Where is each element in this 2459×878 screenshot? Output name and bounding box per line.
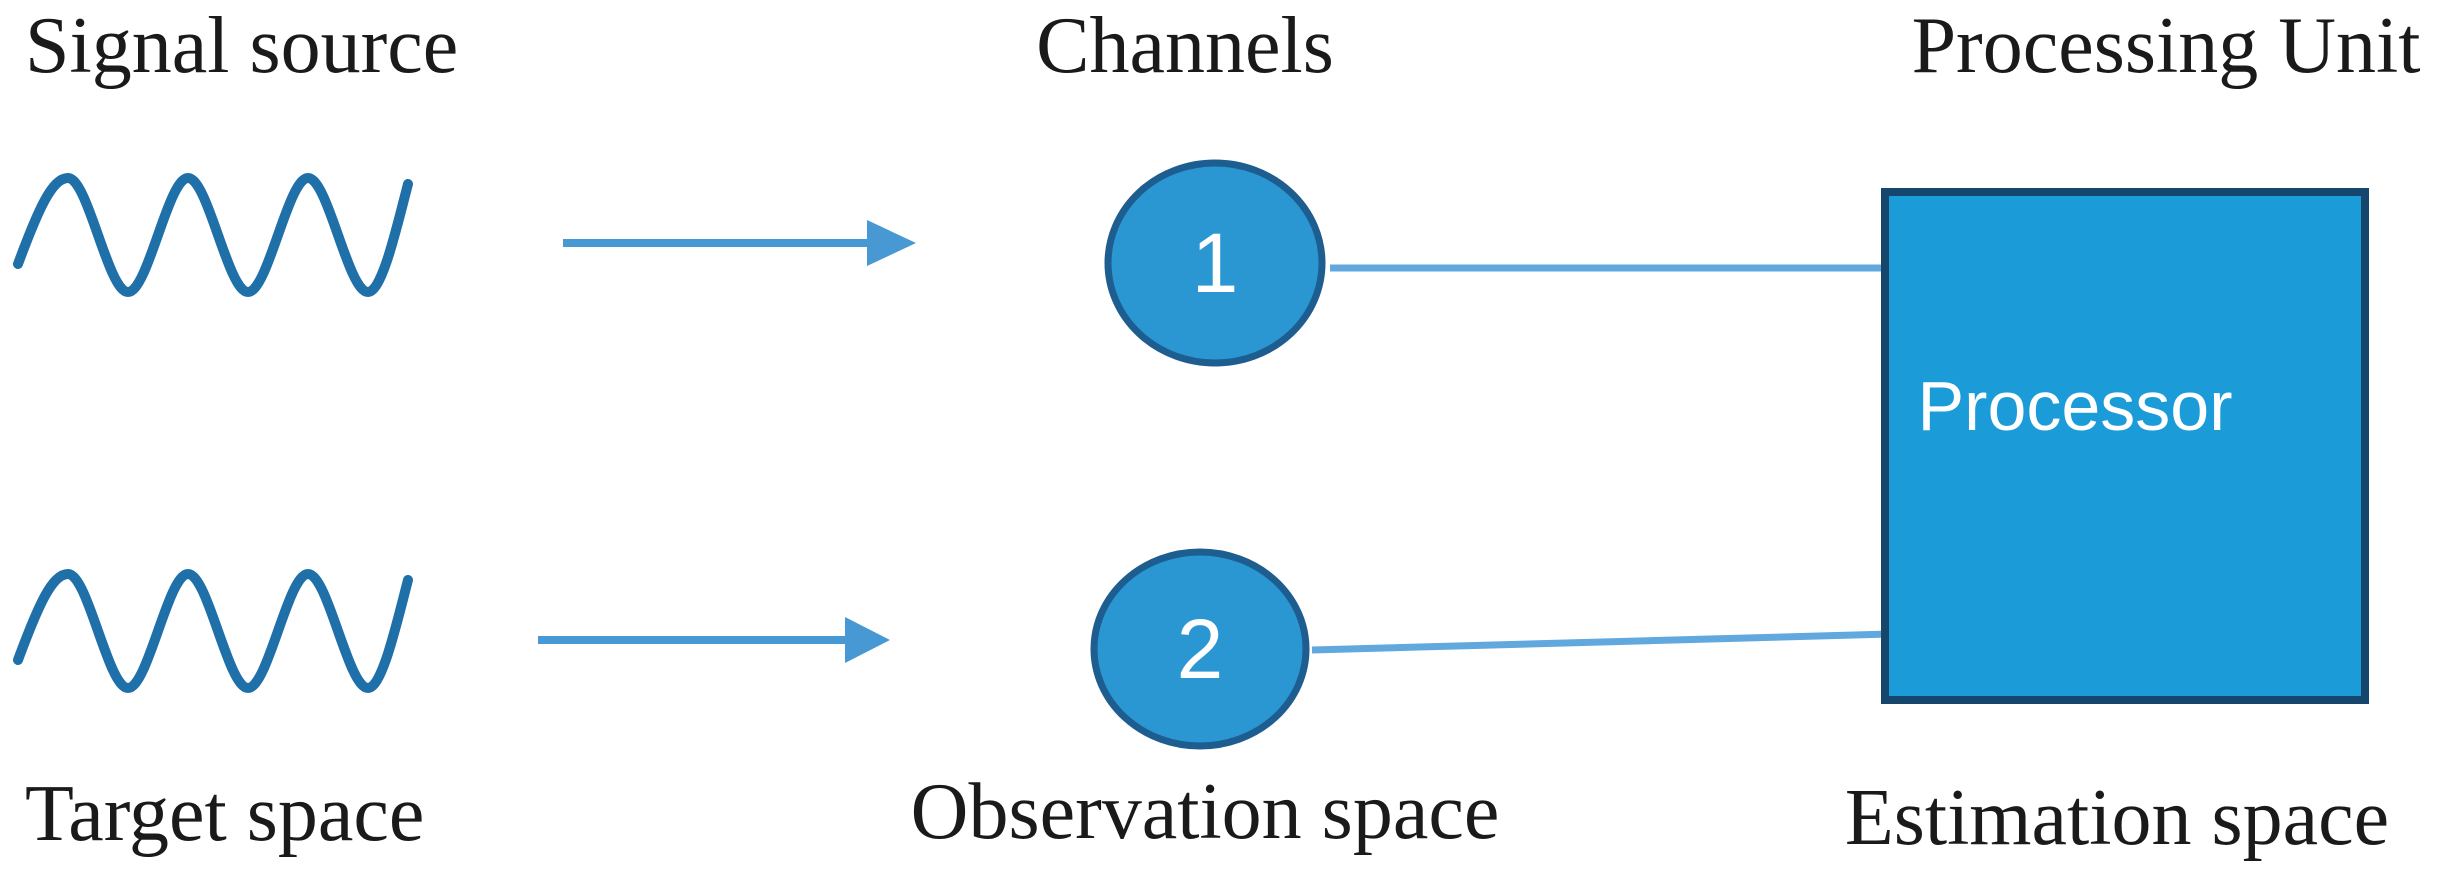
signal-wave-bottom (13, 568, 413, 694)
label-observation-space: Observation space (910, 768, 1500, 856)
channel-node-1 (1104, 159, 1326, 367)
channel-node-2-number: 2 (1176, 602, 1224, 696)
processor-box (1881, 188, 2369, 704)
label-processing-unit: Processing Unit (1911, 2, 2421, 90)
channel-node-1-number: 1 (1191, 216, 1239, 310)
label-estimation-space: Estimation space (1844, 774, 2390, 862)
arrow-bottom (538, 617, 890, 663)
channel-node-2 (1090, 548, 1310, 750)
processor-box-label: Processor (1917, 367, 2233, 445)
arrow-top (563, 220, 916, 266)
label-signal-source: Signal source (25, 2, 459, 90)
label-target-space: Target space (25, 770, 425, 858)
connector-bottom (1311, 630, 1891, 654)
signal-wave-top (13, 172, 413, 298)
label-channels: Channels (1036, 2, 1334, 90)
